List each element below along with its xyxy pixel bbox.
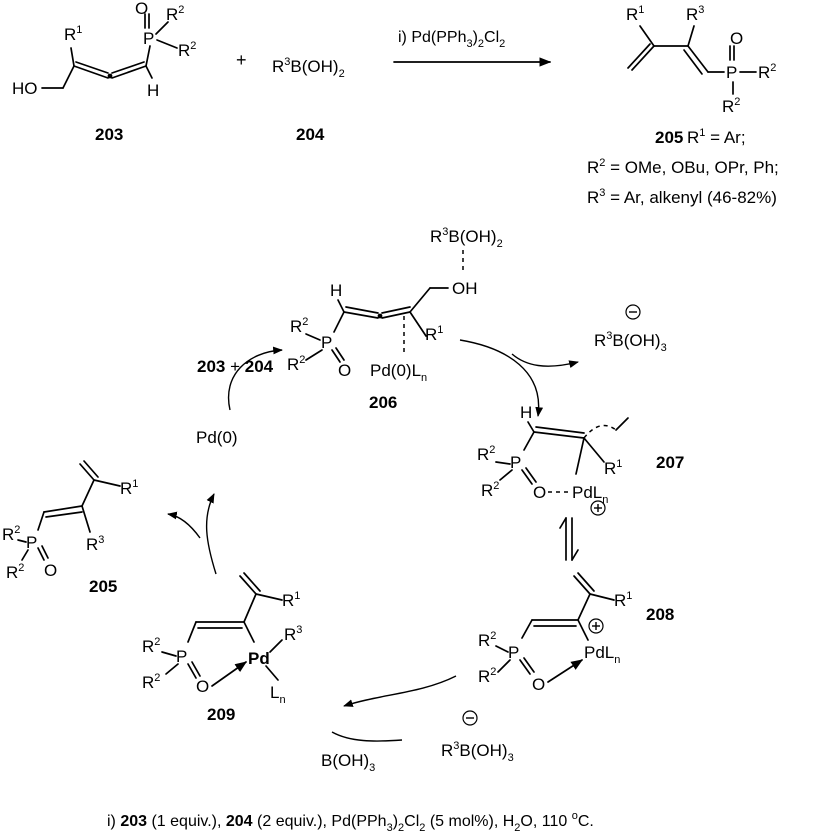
- svg-text:R2: R2: [2, 524, 20, 544]
- label-206: 206: [369, 393, 397, 412]
- structure-203: R1 HO H P O R2 R2: [12, 0, 196, 100]
- arrow-product-release: [167, 511, 201, 539]
- boronic-acid-coordinated: R3B(OH)2: [430, 226, 503, 250]
- svg-text:R1: R1: [626, 4, 644, 24]
- product-r3-definition: R3 = Ar, alkenyl (46-82%): [587, 187, 777, 207]
- svg-text:R2: R2: [478, 666, 496, 686]
- svg-text:P: P: [26, 533, 37, 552]
- svg-text:P: P: [143, 29, 154, 48]
- borate-release: R3B(OH)3: [594, 330, 667, 354]
- svg-text:R2: R2: [166, 4, 184, 24]
- structure-205-top: R1 R3 P O R2 R2: [626, 4, 776, 116]
- svg-text:H: H: [520, 403, 532, 422]
- label-208: 208: [646, 605, 674, 624]
- transmetalation-arrow: [331, 731, 403, 742]
- svg-text:R2: R2: [142, 672, 160, 692]
- product-r2-definition: R2 = OMe, OBu, OPr, Ph;: [587, 157, 779, 177]
- arrow-208-to-209: [343, 675, 457, 707]
- structure-205-cycle: R1 R3 P R2 R2 O: [2, 460, 138, 582]
- plus-sign: +: [236, 50, 247, 70]
- arrow-209-to-pd0: [205, 493, 217, 575]
- intermediate-207: H R1 P R2 R2 O PdLn: [477, 403, 629, 516]
- svg-text:O: O: [338, 361, 351, 380]
- svg-text:P: P: [508, 643, 519, 662]
- catalyst-pd0: Pd(0): [196, 428, 238, 447]
- svg-text:R1: R1: [604, 458, 622, 478]
- label-204: 204: [296, 125, 325, 144]
- svg-text:R2: R2: [142, 636, 160, 656]
- svg-text:R1: R1: [614, 590, 632, 610]
- svg-text:R2: R2: [6, 562, 24, 582]
- svg-text:R2: R2: [481, 480, 499, 500]
- svg-text:R2: R2: [477, 444, 495, 464]
- svg-text:Pd(0)Ln: Pd(0)Ln: [370, 361, 427, 384]
- svg-text:R3: R3: [86, 534, 104, 554]
- reagent-204: R3B(OH)2: [272, 56, 345, 80]
- svg-text:P: P: [176, 647, 187, 666]
- svg-text:O: O: [135, 0, 148, 18]
- label-205-top: 205: [655, 128, 683, 147]
- svg-text:H: H: [330, 281, 342, 300]
- cycle-input-label: 203 + 204: [197, 357, 274, 376]
- svg-text:R1: R1: [425, 324, 443, 344]
- svg-text:Pd: Pd: [248, 649, 270, 668]
- svg-text:PdLn: PdLn: [572, 483, 608, 506]
- svg-text:O: O: [44, 561, 57, 580]
- product-r1-definition: R1 = Ar;: [687, 127, 746, 147]
- label-207: 207: [656, 453, 684, 472]
- intermediate-209: R1 Pd R3 Ln P R2 R2 O: [142, 572, 302, 706]
- svg-text:P: P: [321, 333, 332, 352]
- entry-arrow: [227, 346, 283, 411]
- svg-text:H: H: [147, 81, 159, 100]
- svg-text:PdLn: PdLn: [584, 643, 620, 666]
- borate-release-arrow: [511, 353, 579, 368]
- svg-text:R2: R2: [178, 40, 196, 60]
- footnote-conditions: i) 203 (1 equiv.), 204 (2 equiv.), Pd(PP…: [107, 810, 594, 834]
- svg-text:R2: R2: [758, 62, 776, 82]
- svg-text:Ln: Ln: [270, 683, 286, 706]
- svg-text:R2: R2: [478, 630, 496, 650]
- svg-text:R1: R1: [282, 590, 300, 610]
- svg-text:R2: R2: [290, 316, 308, 336]
- arrow-condition: i) Pd(PPh3)2Cl2: [398, 29, 505, 50]
- svg-text:R3: R3: [686, 4, 704, 24]
- label-209: 209: [207, 705, 235, 724]
- svg-text:O: O: [532, 675, 545, 694]
- svg-text:O: O: [730, 29, 743, 48]
- boric-acid-byproduct: B(OH)3: [321, 751, 375, 774]
- ho-label: HO: [12, 79, 38, 98]
- label-203: 203: [95, 125, 123, 144]
- svg-text:R2: R2: [722, 96, 740, 116]
- label-205-cycle: 205: [89, 577, 117, 596]
- svg-text:P: P: [510, 453, 521, 472]
- intermediate-208: R1 PdLn P R2 R2 O: [478, 572, 632, 694]
- svg-text:O: O: [533, 483, 546, 502]
- intermediate-206: R3B(OH)2 OH H R1 Pd(0)Ln P R2 R2 O: [287, 226, 503, 384]
- svg-text:R2: R2: [287, 354, 305, 374]
- borate-transmetalation: R3B(OH)3: [441, 740, 514, 764]
- arrow-206-to-207: [459, 339, 544, 417]
- svg-text:P: P: [726, 63, 737, 82]
- svg-text:O: O: [196, 677, 209, 696]
- svg-text:OH: OH: [452, 279, 478, 298]
- equilibrium-arrows: [559, 517, 579, 561]
- svg-text:R3: R3: [284, 624, 302, 644]
- r1-label: R1: [64, 24, 82, 44]
- svg-text:R1: R1: [120, 478, 138, 498]
